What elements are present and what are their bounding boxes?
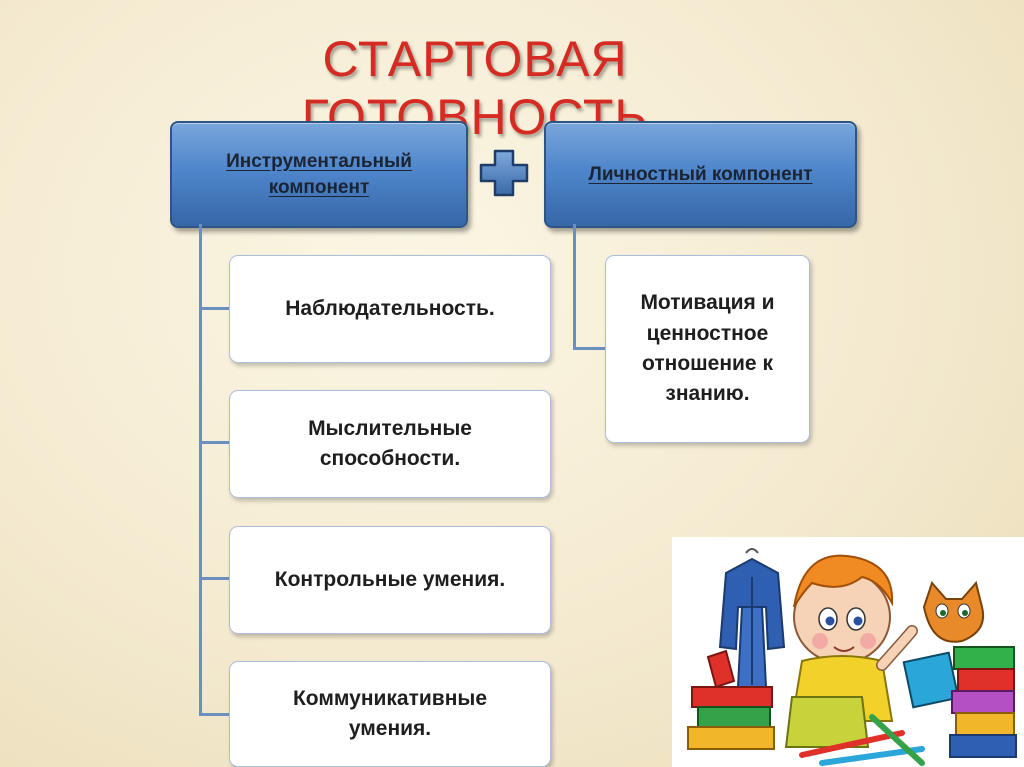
instrumental-component-label: Инструментальный компонент <box>226 150 412 198</box>
instrumental-item: Наблюдательность. <box>229 255 551 363</box>
child-with-school-items-and-cat-illustration <box>672 537 1024 767</box>
instrumental-item-text: Контрольные умения. <box>274 567 506 591</box>
instrumental-connector-branch <box>199 307 230 310</box>
personal-component-label: Личностный компонент <box>588 163 813 185</box>
instrumental-component-header: Инструментальный компонент <box>170 121 468 228</box>
instrumental-item: Коммуникативные умения. <box>229 661 551 767</box>
instrumental-item: Контрольные умения. <box>229 526 551 634</box>
instrumental-connector-branch <box>199 577 230 580</box>
plus-icon <box>479 149 529 197</box>
instrumental-connector-trunk <box>199 224 202 716</box>
personal-connector-branch <box>573 347 606 350</box>
instrumental-connector-branch <box>199 441 230 444</box>
page-title: СТАРТОВАЯ ГОТОВНОСТЬ <box>301 31 649 145</box>
instrumental-item-text: Коммуникативные умения. <box>292 686 488 740</box>
personal-item-text: Мотивация и ценностное отношение к знани… <box>640 291 775 406</box>
instrumental-item-text: Наблюдательность. <box>285 296 495 320</box>
personal-connector-trunk <box>573 224 576 350</box>
instrumental-connector-branch <box>199 713 230 716</box>
instrumental-item: Мыслительные способности. <box>229 390 551 498</box>
personal-item: Мотивация и ценностное отношение к знани… <box>605 255 810 443</box>
instrumental-item-text: Мыслительные способности. <box>308 416 472 470</box>
personal-component-header: Личностный компонент <box>544 121 857 228</box>
